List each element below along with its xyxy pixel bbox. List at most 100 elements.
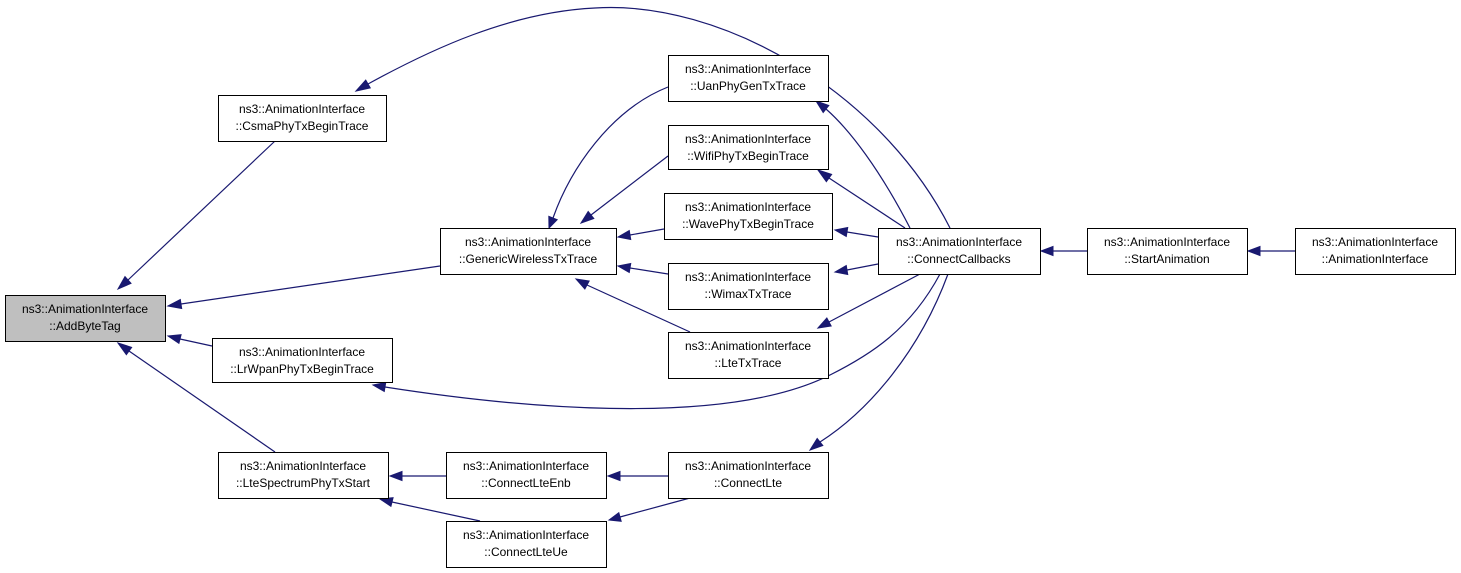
node-method-label: ::ConnectLteUe [484,545,568,559]
edge-generic-to-addbytetag [166,265,441,310]
edge-connectcallbacks-to-wimax [833,263,879,276]
node-namespace-label: ns3::AnimationInterface [685,270,811,284]
node-namespace-label: ns3::AnimationInterface [463,459,589,473]
edge-connectcallbacks-to-connectlte [808,273,949,451]
node-method-label: ::WifiPhyTxBeginTrace [687,149,809,163]
node-box[interactable] [878,228,1041,275]
arrowhead-icon [1246,245,1261,257]
node-namespace-label: ns3::AnimationInterface [239,102,365,116]
node-namespace-label: ns3::AnimationInterface [685,459,811,473]
edge-line [367,6,951,229]
edge-ltetx-to-generic [574,278,691,333]
node-box[interactable] [668,452,829,499]
arrowhead-icon [606,470,621,482]
node-namespace-label: ns3::AnimationInterface [463,528,589,542]
node-connectlte[interactable]: ns3::AnimationInterface::ConnectLte [668,452,829,499]
arrowhead-icon [616,229,632,241]
edge-ctor-to-startanimation [1246,245,1295,257]
node-method-label: ::AnimationInterface [1322,252,1429,266]
node-method-label: ::WavePhyTxBeginTrace [682,217,814,231]
node-box[interactable] [668,55,829,102]
node-namespace-label: ns3::AnimationInterface [22,302,148,316]
node-method-label: ::AddByteTag [49,319,120,333]
node-box[interactable] [664,193,833,240]
arrowhead-icon [354,79,372,92]
nodes-layer: ns3::AnimationInterface::AddByteTagns3::… [5,55,1456,568]
node-method-label: ::LteTxTrace [715,356,782,370]
node-uan[interactable]: ns3::AnimationInterface::UanPhyGenTxTrac… [668,55,829,102]
edge-uan-to-generic [548,86,669,230]
edge-wave-to-generic [616,228,665,241]
arrowhead-icon [814,100,830,114]
edge-lrwpan-to-addbytetag [166,334,213,347]
node-box[interactable] [668,125,829,170]
node-box[interactable] [440,228,617,275]
node-box[interactable] [212,338,393,383]
node-ltetx[interactable]: ns3::AnimationInterface::LteTxTrace [668,332,829,379]
node-box[interactable] [446,521,607,568]
edge-line [825,108,911,229]
arrowhead-icon [388,470,403,482]
edge-line [828,177,906,229]
edge-line [391,501,481,522]
arrowhead-icon [371,381,387,393]
node-lrwpan[interactable]: ns3::AnimationInterface::LrWpanPhyTxBegi… [212,338,393,383]
edge-line [179,338,213,347]
edge-line [819,273,949,443]
edge-connectcallbacks-to-csma [354,6,951,229]
node-connectlteenb[interactable]: ns3::AnimationInterface::ConnectLteEnb [446,452,607,499]
node-namespace-label: ns3::AnimationInterface [685,339,811,353]
node-box[interactable] [218,95,387,142]
arrowhead-icon [808,437,824,451]
node-namespace-label: ns3::AnimationInterface [465,235,591,249]
node-namespace-label: ns3::AnimationInterface [685,200,811,214]
node-box[interactable] [668,332,829,379]
node-namespace-label: ns3::AnimationInterface [685,132,811,146]
node-wimax[interactable]: ns3::AnimationInterface::WimaxTxTrace [668,263,829,310]
arrowhead-icon [574,278,590,290]
node-generic[interactable]: ns3::AnimationInterface::GenericWireless… [440,228,617,275]
edge-connectcallbacks-to-ltetx [816,273,921,329]
edge-line [127,140,276,281]
node-wave[interactable]: ns3::AnimationInterface::WavePhyTxBeginT… [664,193,833,240]
node-box[interactable] [5,295,166,342]
arrowhead-icon [616,262,632,274]
edge-line [846,231,879,238]
edge-line [629,267,669,275]
edge-line [586,284,691,333]
node-method-label: ::StartAnimation [1124,252,1209,266]
node-box[interactable] [218,452,389,499]
node-csma[interactable]: ns3::AnimationInterface::CsmaPhyTxBeginT… [218,95,387,142]
node-namespace-label: ns3::AnimationInterface [896,235,1022,249]
edge-connectlte-to-connectlteue [607,497,691,522]
node-ctor[interactable]: ns3::AnimationInterface::AnimationInterf… [1295,228,1456,275]
node-method-label: ::CsmaPhyTxBeginTrace [236,119,369,133]
edge-wifi-to-generic [579,155,669,224]
node-addbytetag[interactable]: ns3::AnimationInterface::AddByteTag [5,295,166,342]
edge-line [590,155,669,216]
node-connectlteue[interactable]: ns3::AnimationInterface::ConnectLteUe [446,521,607,568]
arrowhead-icon [548,215,559,230]
node-ltespectrum[interactable]: ns3::AnimationInterface::LteSpectrumPhyT… [218,452,389,499]
edge-connectcallbacks-to-wifi [816,169,906,229]
node-namespace-label: ns3::AnimationInterface [240,459,366,473]
node-method-label: ::ConnectLteEnb [481,476,571,490]
edge-connectcallbacks-to-lrwpan [371,273,941,410]
node-connectcallbacks[interactable]: ns3::AnimationInterface::ConnectCallback… [878,228,1041,275]
arrowhead-icon [1039,245,1054,257]
edge-line [384,273,941,410]
node-box[interactable] [446,452,607,499]
node-box[interactable] [1087,228,1248,275]
node-wifi[interactable]: ns3::AnimationInterface::WifiPhyTxBeginT… [668,125,829,170]
node-method-label: ::UanPhyGenTxTrace [690,79,806,93]
arrowhead-icon [833,226,849,238]
node-startanimation[interactable]: ns3::AnimationInterface::StartAnimation [1087,228,1248,275]
edge-startanimation-to-connectcallbacks [1039,245,1087,257]
node-method-label: ::LteSpectrumPhyTxStart [236,476,371,490]
node-box[interactable] [668,263,829,310]
node-method-label: ::LrWpanPhyTxBeginTrace [230,362,374,376]
node-box[interactable] [1295,228,1456,275]
arrowhead-icon [816,317,832,329]
node-namespace-label: ns3::AnimationInterface [239,345,365,359]
edge-ltespectrum-to-addbytetag [116,342,276,453]
